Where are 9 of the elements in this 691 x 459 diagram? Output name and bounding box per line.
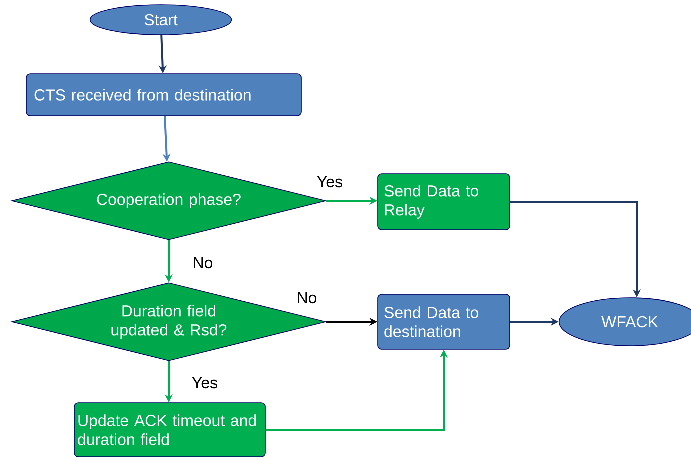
edge-label: No [194, 257, 213, 269]
edge-label: Yes [192, 377, 218, 389]
process-box: Send Data to Relay [378, 174, 510, 230]
end-oval: WFACK [558, 298, 691, 346]
edge-label: No [298, 292, 317, 304]
process-box: CTS received from destination [26, 74, 302, 116]
process-box: Send Data to destination [378, 294, 510, 350]
start-oval: Start [90, 4, 232, 36]
process-box: Update ACK timeout and duration field [74, 402, 266, 458]
